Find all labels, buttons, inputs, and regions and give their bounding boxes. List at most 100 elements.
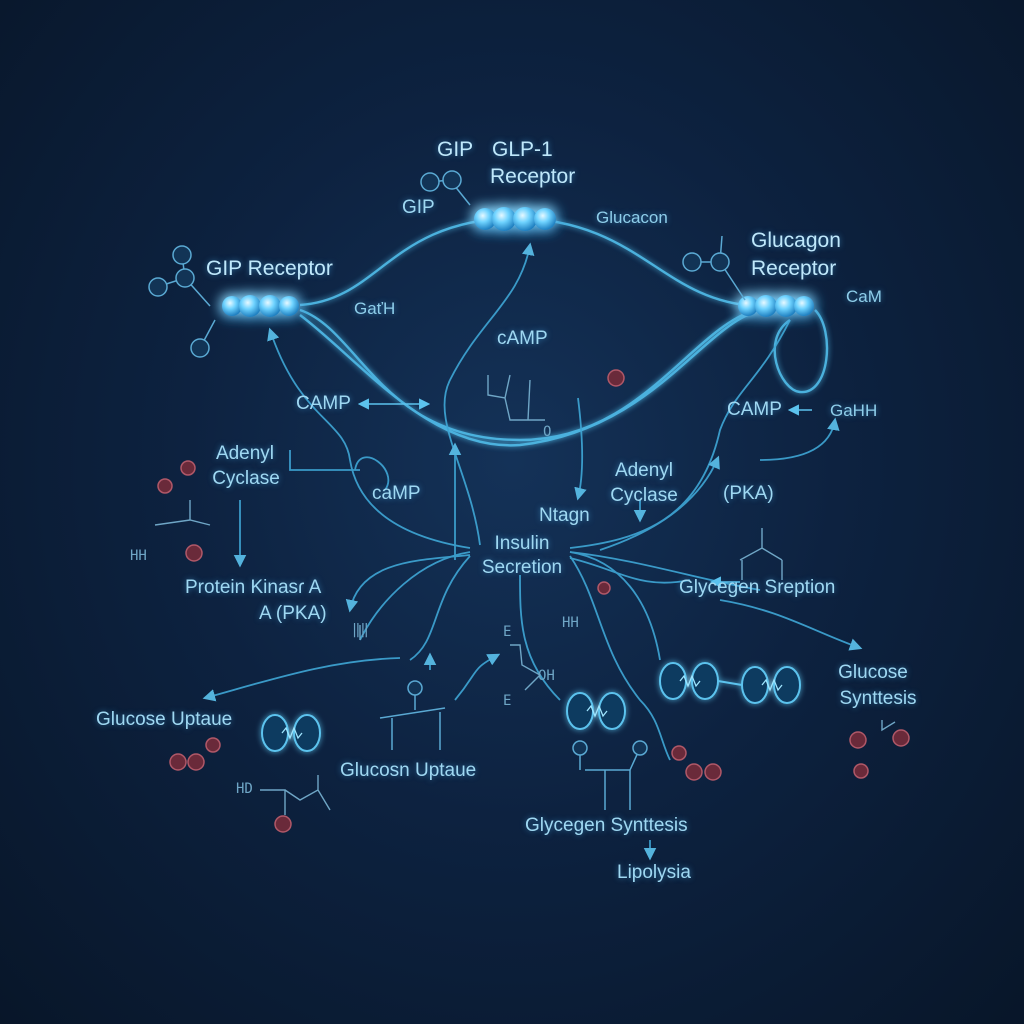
line-hub-left-up — [267, 327, 471, 549]
channel-right-1 — [659, 662, 719, 700]
receptor-glucagon-beads — [738, 295, 814, 317]
line-to-glucose-synthesis — [719, 599, 863, 651]
label-camp-right: CAMP — [727, 399, 782, 420]
line-insulin-to-glycegen — [569, 557, 691, 584]
line-left-bracket — [289, 450, 360, 471]
label-gip-receptor: GIP Receptor — [206, 257, 333, 280]
red-node — [185, 544, 203, 562]
receptor-gip-beads — [222, 295, 299, 317]
label-gip-left: GIP — [402, 197, 435, 218]
label-camp-mid: caMP — [372, 483, 421, 504]
camp-arrows — [357, 398, 812, 588]
line-to-glucose-uptake — [202, 657, 401, 702]
line-hub-center-down — [519, 574, 561, 701]
label-glycogen-sreption: Glycegen Sreption — [679, 577, 836, 598]
line-hub-right-low2 — [569, 555, 671, 761]
line-mid-to-camp — [354, 456, 390, 491]
red-node — [704, 763, 722, 781]
label-cam: CaM — [846, 287, 882, 306]
red-node — [685, 763, 703, 781]
arc-top-to-right — [514, 216, 756, 308]
label-glp1-receptor-line1: GLP-1 — [492, 138, 553, 161]
arc-lower-right — [299, 310, 756, 447]
label-glucose-synthesis-line1: Glucose — [838, 662, 908, 683]
red-node — [892, 729, 910, 747]
channel-left — [261, 714, 321, 752]
label-insulin-secretion-line1: Insulin — [494, 533, 550, 554]
receptor-glp1-beads — [474, 207, 556, 231]
glyph-e-top: E — [503, 624, 512, 640]
line-adenyl-right — [599, 455, 720, 551]
glyph-hh-left: HH — [130, 548, 147, 564]
label-protein-kinase-line2: A (PKA) — [259, 603, 327, 624]
membrane-arcs — [299, 216, 829, 447]
line-to-pka-left — [345, 554, 471, 613]
red-node — [853, 763, 869, 779]
ion-channels — [261, 662, 801, 752]
label-glycegen-synttesis: Glycegen Synttesis — [525, 815, 688, 836]
label-ntagn: Ntagn — [539, 505, 590, 526]
line-hub-left-low — [359, 551, 471, 641]
line-hub-left-low2 — [409, 555, 471, 661]
skeletal-structures — [154, 374, 896, 815]
glyph-oh: OH — [538, 668, 555, 684]
red-node — [157, 478, 173, 494]
red-node — [169, 753, 187, 771]
node — [148, 277, 168, 297]
label-ga-hh: GaHH — [830, 401, 878, 420]
label-gat-h: GaťH — [354, 299, 396, 318]
arc-lower-left — [299, 308, 756, 442]
line-hub-right-up — [569, 319, 791, 549]
label-insulin-secretion-line2: Secretion — [481, 557, 563, 578]
label-protein-kinase-line1: Protein Kinasɾ A — [185, 577, 322, 598]
node — [572, 740, 588, 756]
red-nodes — [157, 369, 910, 833]
channel-mid — [566, 692, 626, 730]
red-node — [607, 369, 625, 387]
label-glucose-uptake-left: Glucose Uptaue — [96, 709, 233, 730]
node — [632, 740, 648, 756]
label-adenyl-cyclase-left-line2: Cyclase — [212, 468, 280, 489]
label-gip-top: GIP — [437, 138, 474, 161]
label-adenyl-cyclase-left-line1: Adenyl — [215, 443, 275, 464]
label-adenyl-cyclase-right-line1: Adenyl — [614, 460, 674, 481]
label-adenyl-cyclase-right-line2: Cyclase — [610, 485, 678, 506]
red-node — [205, 737, 221, 753]
line-gahh-right — [759, 417, 840, 461]
red-node — [849, 731, 867, 749]
label-glucose-synthesis-line2: Synttesis — [839, 688, 917, 709]
glyph-tick-marks: ‖‖ — [352, 622, 369, 638]
arc-left-to-top — [299, 216, 516, 307]
label-camp-center: cAMP — [497, 328, 548, 349]
line-hub-top — [443, 242, 535, 546]
red-node — [671, 745, 687, 761]
label-glucacon: Glucacon — [596, 208, 668, 227]
molecule-nodes — [148, 170, 746, 810]
label-glucagon-receptor-line2: Receptor — [751, 257, 837, 280]
red-node — [597, 581, 611, 595]
label-glp1-receptor-line2: Receptor — [490, 165, 576, 188]
glyph-hd: HD — [236, 781, 253, 797]
label-camp-left: CAMP — [296, 393, 351, 414]
line-center-down — [574, 397, 587, 501]
node — [710, 252, 730, 272]
node — [407, 680, 423, 696]
loop-right — [773, 309, 829, 394]
label-pka-right: (PKA) — [723, 483, 774, 504]
node — [682, 252, 702, 272]
line-hub-right-low — [569, 551, 661, 661]
red-node — [180, 460, 196, 476]
red-node — [274, 815, 292, 833]
line-hub-right-mid — [569, 551, 761, 591]
line-bottom-mid — [454, 653, 501, 701]
signaling-lines — [202, 242, 863, 861]
glyph-e-bottom: E — [503, 693, 512, 709]
node — [175, 268, 195, 288]
node — [190, 338, 210, 358]
glyph-o-small: O — [543, 424, 552, 440]
node — [172, 245, 192, 265]
channel-right-2 — [741, 666, 801, 704]
label-glucosn-uptaue: Glucosn Uptaue — [340, 760, 477, 781]
